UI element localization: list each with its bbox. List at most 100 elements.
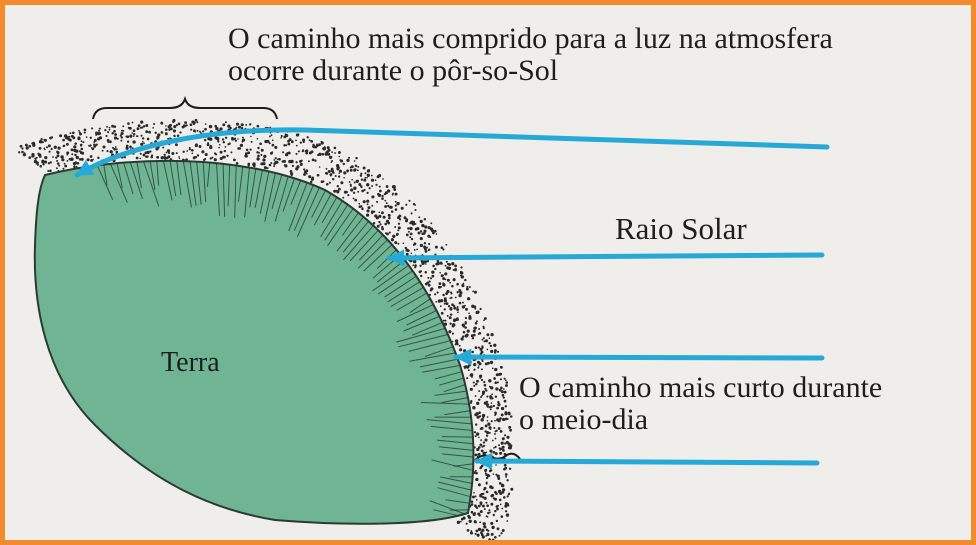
atmosphere-dot: [299, 159, 302, 163]
atmosphere-dot: [271, 139, 274, 142]
atmosphere-dot: [394, 192, 398, 196]
atmosphere-dot: [419, 274, 423, 278]
atmosphere-dot: [295, 139, 297, 142]
atmosphere-dot: [498, 498, 502, 502]
atmosphere-dot: [454, 296, 457, 299]
atmosphere-dot: [479, 347, 483, 351]
atmosphere-dot: [479, 307, 482, 311]
atmosphere-dot: [209, 157, 212, 160]
atmosphere-dot: [125, 135, 128, 138]
atmosphere-dot: [477, 504, 481, 508]
atmosphere-dot: [394, 241, 398, 245]
atmosphere-dot: [417, 231, 421, 235]
atmosphere-dot: [485, 515, 488, 518]
atmosphere-dot: [295, 144, 298, 147]
atmosphere-dot: [420, 260, 424, 263]
atmosphere-dot: [489, 396, 493, 400]
atmosphere-dot: [366, 183, 369, 186]
atmosphere-dot: [245, 148, 249, 152]
atmosphere-dot: [326, 146, 330, 150]
atmosphere-dot: [90, 158, 94, 162]
atmosphere-dot: [490, 349, 494, 354]
atmosphere-dot: [194, 118, 198, 122]
atmosphere-dot: [306, 136, 309, 139]
atmosphere-dot: [360, 172, 363, 175]
atmosphere-dot: [486, 431, 490, 435]
shading-stroke: [421, 402, 470, 405]
atmosphere-dot: [483, 383, 487, 387]
atmosphere-dot: [499, 492, 503, 495]
atmosphere-dot: [28, 144, 32, 148]
atmosphere-dot: [367, 206, 371, 210]
atmosphere-dot: [484, 438, 488, 442]
atmosphere-dot: [120, 131, 124, 136]
atmosphere-dot: [397, 226, 401, 230]
atmosphere-dot: [430, 222, 433, 225]
atmosphere-dot: [485, 490, 489, 494]
atmosphere-dot: [466, 365, 470, 369]
atmosphere-dot: [446, 278, 450, 282]
atmosphere-dot: [462, 301, 464, 304]
atmosphere-dot: [474, 505, 478, 508]
shading-stroke: [336, 216, 364, 252]
atmosphere-dot: [476, 401, 480, 406]
atmosphere-dot: [394, 204, 397, 207]
atmosphere-dot: [275, 161, 279, 164]
atmosphere-dot: [311, 158, 315, 162]
atmosphere-dot: [381, 197, 384, 200]
atmosphere-dot: [160, 156, 164, 160]
atmosphere-dot: [74, 153, 77, 157]
atmosphere-dot: [491, 439, 494, 442]
atmosphere-dot: [175, 143, 178, 146]
atmosphere-dot: [409, 236, 412, 239]
shading-stroke: [143, 161, 160, 207]
atmosphere-dot: [465, 287, 469, 291]
atmosphere-dot: [468, 519, 472, 523]
atmosphere-dot: [289, 170, 293, 173]
atmosphere-dot: [229, 126, 232, 130]
atmosphere-dot: [443, 299, 448, 303]
atmosphere-dot: [299, 141, 302, 144]
atmosphere-dot: [492, 513, 495, 517]
atmosphere-dot: [488, 465, 491, 468]
atmosphere-dot: [165, 128, 168, 131]
atmosphere-dot: [500, 515, 504, 518]
atmosphere-dot: [53, 145, 57, 149]
shading-stroke: [216, 163, 220, 216]
atmosphere-dot: [70, 148, 74, 152]
atmosphere-dot: [386, 189, 391, 193]
atmosphere-dot: [169, 127, 173, 131]
atmosphere-dot: [91, 127, 94, 130]
atmosphere-dot: [484, 339, 488, 343]
atmosphere-dot: [38, 140, 43, 144]
atmosphere-dot: [501, 507, 504, 510]
atmosphere-dot: [477, 527, 482, 532]
atmosphere-dot: [67, 137, 71, 141]
atmosphere-dot: [56, 154, 60, 158]
atmosphere-dot: [217, 140, 220, 143]
atmosphere-dot: [499, 449, 501, 451]
atmosphere-dot: [192, 123, 195, 126]
atmosphere-dot: [472, 406, 476, 410]
atmosphere-dot: [60, 134, 62, 137]
atmosphere-dot: [330, 167, 334, 171]
atmosphere-dot: [372, 221, 376, 225]
atmosphere-dot: [446, 314, 449, 317]
atmosphere-dot: [351, 178, 354, 181]
shading-stroke: [162, 160, 173, 201]
atmosphere-dot: [404, 246, 407, 250]
sun-ray-label: Raio Solar: [615, 211, 747, 246]
atmosphere-dot: [419, 243, 424, 248]
atmosphere-dot: [129, 134, 133, 138]
shading-stroke: [313, 193, 332, 226]
atmosphere-dot: [97, 156, 100, 160]
atmosphere-dot: [472, 512, 476, 517]
atmosphere-dot: [268, 135, 271, 138]
atmosphere-dot: [325, 172, 329, 175]
atmosphere-dot: [426, 281, 430, 285]
atmosphere-dot: [493, 343, 497, 347]
atmosphere-dot: [359, 174, 363, 177]
atmosphere-dot: [379, 223, 382, 226]
atmosphere-dot: [506, 520, 509, 522]
atmosphere-dot: [120, 139, 123, 142]
